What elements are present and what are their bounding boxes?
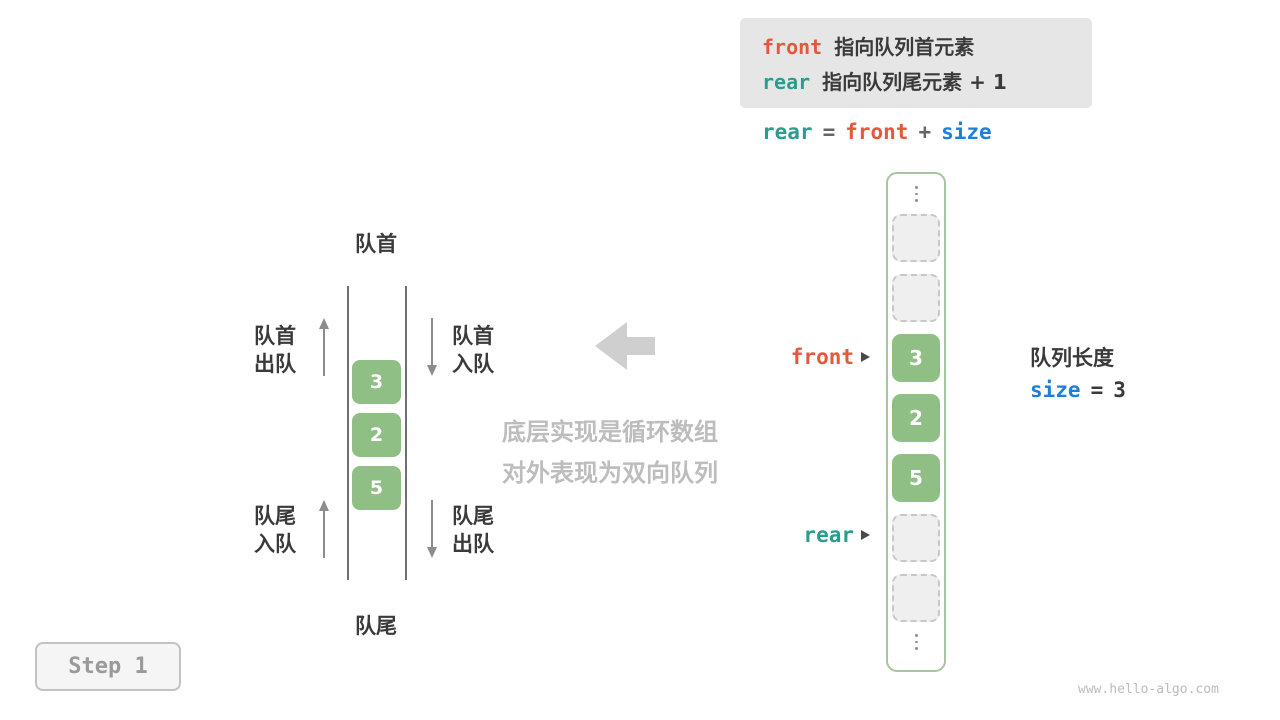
formula-size: size (941, 120, 992, 144)
formula-plus: + (918, 120, 932, 144)
queue-rear-label: 队尾 (355, 614, 397, 638)
down-arrow-icon (427, 318, 437, 376)
array-cell (892, 274, 940, 322)
array-cell (892, 214, 940, 262)
array-cell: 5 (892, 454, 940, 502)
array-cell: 3 (892, 334, 940, 382)
up-arrow-icon (319, 318, 329, 376)
ellipsis-icon (914, 634, 918, 651)
caption-line-2: 对外表现为双向队列 (502, 459, 718, 487)
front-pointer: front (758, 345, 870, 369)
site-watermark: www.hello-algo.com (1078, 682, 1219, 697)
rear-description: 指向队列尾元素 + 1 (822, 70, 1007, 94)
size-value: 3 (1113, 378, 1126, 402)
array-cell: 2 (892, 394, 940, 442)
queue-length-title: 队列长度 (1030, 346, 1114, 370)
front-dequeue-label: 队首 出队 (254, 324, 296, 376)
size-equals: = (1090, 378, 1104, 402)
array-cell (892, 574, 940, 622)
rear-formula: rear = front + size (762, 120, 992, 144)
queue-left-wall (347, 286, 349, 580)
queue-front-label: 队首 (355, 232, 397, 256)
front-description: 指向队列首元素 (834, 35, 975, 59)
legend-front-line: front 指向队列首元素 (762, 31, 1070, 60)
pointer-arrow-icon (861, 530, 870, 540)
step-indicator: Step 1 (35, 642, 181, 691)
formula-rear: rear (762, 120, 813, 144)
down-arrow-icon (427, 500, 437, 558)
step-label: Step 1 (68, 654, 148, 679)
caption-line-1: 底层实现是循环数组 (502, 418, 718, 446)
front-pointer-label: front (790, 345, 854, 369)
formula-equals: = (822, 120, 836, 144)
up-arrow-icon (319, 500, 329, 558)
front-token: front (762, 35, 823, 59)
rear-pointer: rear (758, 523, 870, 547)
ellipsis-icon (914, 186, 918, 203)
queue-cell: 2 (352, 413, 401, 457)
rear-enqueue-label: 队尾 入队 (254, 504, 296, 556)
circular-array: 3 2 5 (886, 172, 946, 672)
queue-length-value: size = 3 (1030, 378, 1126, 402)
rear-token: rear (762, 70, 811, 94)
size-token: size (1030, 378, 1081, 402)
rear-dequeue-label: 队尾 出队 (452, 504, 494, 556)
array-cell (892, 514, 940, 562)
queue-right-wall (405, 286, 407, 580)
formula-front: front (845, 120, 909, 144)
front-enqueue-label: 队首 入队 (452, 324, 494, 376)
left-block-arrow-icon (595, 322, 655, 370)
implementation-caption: 底层实现是循环数组 对外表现为双向队列 (455, 412, 765, 494)
rear-pointer-label: rear (803, 523, 854, 547)
queue-cell: 3 (352, 360, 401, 404)
pointer-legend: front 指向队列首元素 rear 指向队列尾元素 + 1 (740, 18, 1092, 108)
pointer-arrow-icon (861, 352, 870, 362)
queue-cell: 5 (352, 466, 401, 510)
legend-rear-line: rear 指向队列尾元素 + 1 (762, 66, 1070, 95)
